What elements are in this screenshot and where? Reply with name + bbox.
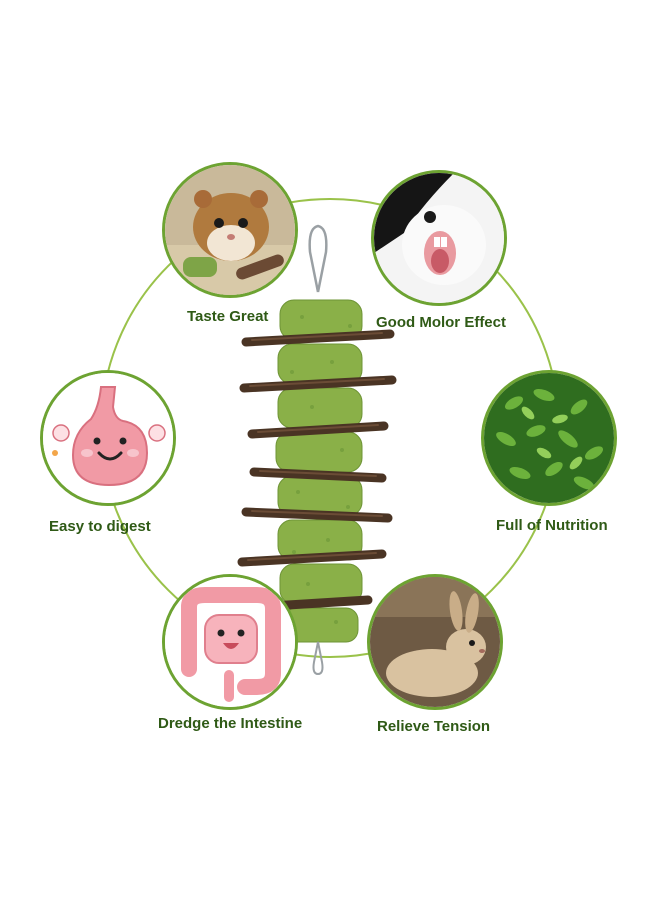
intestine-cartoon-badge bbox=[162, 574, 298, 710]
hamster-icon bbox=[165, 165, 295, 295]
intestine-icon bbox=[165, 577, 295, 707]
feature-label-relieve-tension: Relieve Tension bbox=[377, 718, 491, 735]
chew-toy-product bbox=[237, 224, 397, 676]
guinea-pig-photo-badge bbox=[371, 170, 507, 306]
feature-label-full-of-nutrition: Full of Nutrition bbox=[496, 517, 608, 534]
feature-label-taste-great: Taste Great bbox=[187, 308, 269, 325]
guinea-pig-icon bbox=[374, 173, 504, 303]
feature-label-easy-to-digest: Easy to digest bbox=[49, 518, 151, 535]
stomach-cartoon-badge bbox=[40, 370, 176, 506]
feature-label-dredge-the-intestine: Dredge the Intestine bbox=[158, 715, 303, 732]
hamster-photo-badge bbox=[162, 162, 298, 298]
alfalfa-photo-badge bbox=[481, 370, 617, 506]
rabbit-icon bbox=[370, 577, 500, 707]
stomach-icon bbox=[43, 373, 173, 503]
rabbit-photo-badge bbox=[367, 574, 503, 710]
feature-label-good-molor-effect: Good Molor Effect bbox=[376, 314, 506, 331]
alfalfa-icon bbox=[484, 373, 614, 503]
